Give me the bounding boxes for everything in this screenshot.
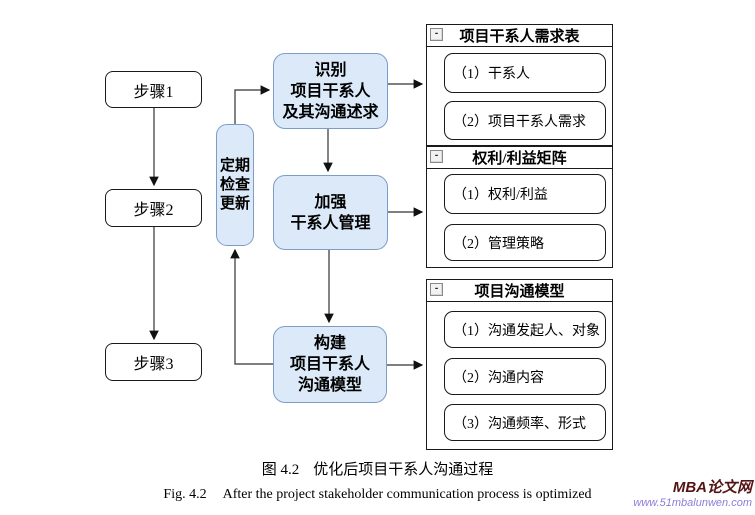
process-3-line-3: 沟通模型 (297, 377, 362, 394)
process-1-line-3: 及其沟通述求 (282, 103, 379, 121)
panel-2-item-2: （2）管理策略 (444, 224, 606, 261)
figure-caption-zh: 图 4.2 优化后项目干系人沟通过程 (0, 458, 755, 479)
arrow-build-loop (230, 248, 273, 365)
panel-2-item-1-label: （1）权利/利益 (453, 188, 548, 203)
panel-power-interest-matrix: - 权利/利益矩阵 （1）权利/利益 （2）管理策略 (426, 146, 613, 268)
figure-title-en: After the project stakeholder communicat… (222, 487, 592, 502)
panel-1-header: - 项目干系人需求表 (427, 25, 612, 47)
watermark-site-name: MBA论文网 (672, 479, 752, 496)
arrow-loop-identify (234, 85, 271, 124)
watermark: MBA论文网 www.51mbalunwen.com (633, 479, 752, 509)
collapse-icon[interactable]: - (430, 28, 443, 41)
figure-title-zh: 优化后项目干系人沟通过程 (313, 462, 494, 478)
step-2-box: 步骤2 (105, 189, 202, 227)
panel-3-title: 项目沟通模型 (474, 284, 565, 300)
process-2-line-1: 加强 (314, 193, 347, 211)
panel-3-item-2: （2）沟通内容 (444, 358, 606, 395)
panel-3-item-1-label: （1）沟通发起人、对象 (453, 323, 600, 339)
process-1-line-1: 识别 (314, 61, 347, 79)
panel-1-title: 项目干系人需求表 (459, 29, 580, 45)
loop-line-3: 更新 (219, 195, 250, 212)
figure-number-zh: 图 4.2 (261, 462, 300, 478)
panel-1-item-1-label: （1）干系人 (453, 67, 530, 82)
step-1-label: 步骤1 (133, 83, 174, 101)
panel-2-title: 权利/利益矩阵 (472, 151, 567, 167)
process-2-line-2: 干系人管理 (290, 214, 371, 232)
panel-2-item-2-label: （2）管理策略 (453, 236, 544, 252)
step-3-box: 步骤3 (105, 343, 202, 381)
loop-line-1: 定期 (219, 157, 250, 174)
process-strengthen-management-box: 加强 干系人管理 (273, 175, 388, 250)
periodic-check-update-box: 定期 检查 更新 (216, 124, 254, 246)
process-3-line-2: 项目干系人 (289, 356, 370, 373)
process-1-line-2: 项目干系人 (290, 82, 371, 100)
panel-2-header: - 权利/利益矩阵 (427, 147, 612, 169)
step-2-label: 步骤2 (133, 202, 174, 219)
collapse-icon[interactable]: - (430, 283, 443, 296)
step-1-box: 步骤1 (105, 71, 202, 108)
panel-3-header: - 项目沟通模型 (427, 280, 612, 302)
panel-communication-model: - 项目沟通模型 （1）沟通发起人、对象 （2）沟通内容 （3）沟通频率、形式 (426, 279, 613, 450)
panel-2-item-1: （1）权利/利益 (444, 174, 606, 214)
panel-3-item-1: （1）沟通发起人、对象 (444, 311, 606, 348)
loop-line-2: 检查 (219, 176, 250, 193)
panel-3-item-3: （3）沟通频率、形式 (444, 404, 606, 441)
panel-1-item-2-label: （2）项目干系人需求 (453, 114, 586, 130)
step-3-label: 步骤3 (133, 356, 174, 373)
figure-number-en: Fig. 4.2 (163, 487, 207, 502)
collapse-icon[interactable]: - (430, 150, 443, 163)
panel-1-item-1: （1）干系人 (444, 53, 606, 93)
panel-3-item-3-label: （3）沟通频率、形式 (453, 416, 586, 432)
panel-3-item-2-label: （2）沟通内容 (453, 370, 544, 386)
panel-1-item-2: （2）项目干系人需求 (444, 101, 606, 140)
watermark-url: www.51mbalunwen.com (633, 496, 752, 509)
figure-caption-en: Fig. 4.2 After the project stakeholder c… (0, 487, 755, 503)
panel-stakeholder-requirements: - 项目干系人需求表 （1）干系人 （2）项目干系人需求 (426, 24, 613, 146)
process-3-line-1: 构建 (313, 335, 346, 352)
process-identify-stakeholders-box: 识别 项目干系人 及其沟通述求 (273, 53, 388, 129)
process-build-model-box: 构建 项目干系人 沟通模型 (273, 326, 387, 403)
